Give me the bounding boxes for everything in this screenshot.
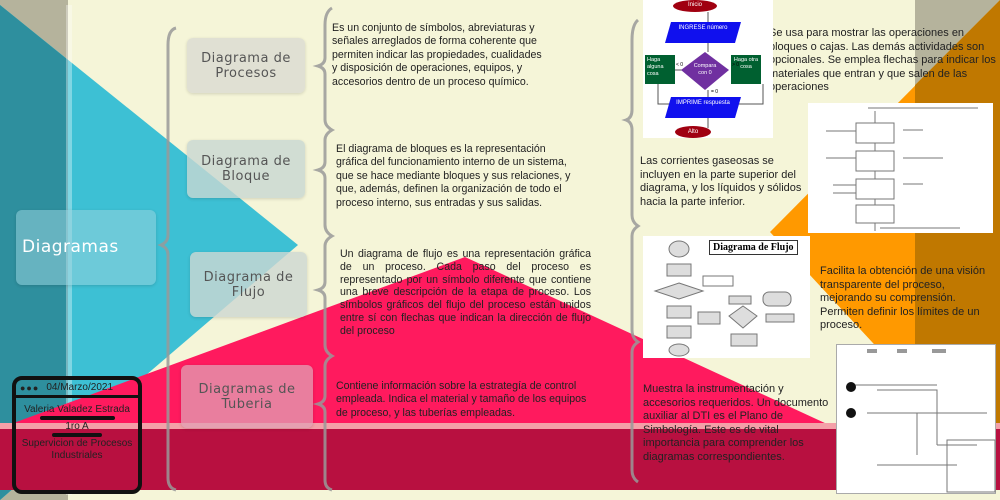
root-brace xyxy=(157,26,177,492)
description-procesos: Es un conjunto de símbolos, abreviaturas… xyxy=(332,22,542,88)
category-label: Diagrama de Bloque xyxy=(201,154,291,184)
flow-eq: = 0 xyxy=(711,89,719,95)
flow-output: IMPRIME respuesta xyxy=(676,100,730,106)
root-label: Diagramas xyxy=(22,237,119,257)
category-label: Diagramas de Tuberia xyxy=(198,381,296,412)
flow-gt: > 0 xyxy=(732,62,740,68)
category-label: Diagrama de Flujo xyxy=(203,269,294,300)
pipe-diagram-image xyxy=(836,344,996,494)
flow-input: INGRESE número xyxy=(678,25,728,31)
flow-lt: < 0 xyxy=(676,62,684,68)
block-diagram-image xyxy=(808,103,993,233)
divider xyxy=(39,416,115,420)
flow-diagram-image: Diagrama de Flujo xyxy=(643,236,810,358)
description-tuberia: Contiene información sobre la estrategía… xyxy=(336,380,587,419)
detail-tuberia: Muestra la instrumentación y accesorios … xyxy=(643,383,829,463)
card-header: ●●● 04/Marzo/2021 xyxy=(16,380,138,398)
category-bloque: Diagrama de Bloque xyxy=(187,140,305,198)
card-group: 1ro A xyxy=(65,421,89,432)
card-subject: Supervicion de Procesos Industriales xyxy=(21,438,133,461)
block-diagram-drawing xyxy=(826,107,978,231)
detail-bloque: Las corrientes gaseosas se incluyen en l… xyxy=(640,155,802,208)
window-dots-icon: ●●● xyxy=(20,382,40,393)
category-label: Diagrama de Procesos xyxy=(201,50,291,81)
pipe-diagram-drawing xyxy=(846,349,996,493)
flow-start: Inicio xyxy=(687,2,702,8)
description-flujo: Un diagrama de flujo es una representaci… xyxy=(340,248,591,337)
braces xyxy=(157,6,641,492)
category-tuberia: Diagramas de Tuberia xyxy=(181,365,313,428)
flowchart-example-image: Inicio INGRESE número Compara con 0 Haga… xyxy=(643,0,773,138)
flowchart-lines xyxy=(645,0,764,138)
detail-flujo: Facilita la obtención de una visión tran… xyxy=(820,265,986,332)
category-flujo: Diagrama de Flujo xyxy=(190,252,307,317)
flow-diagram-title: Diagrama de Flujo xyxy=(709,240,798,255)
flow-decision: Compara con 0 xyxy=(693,63,717,76)
student-info-card: ●●● 04/Marzo/2021 Valeria Valadez Estrad… xyxy=(12,376,142,494)
flow-end: Alto xyxy=(687,129,699,135)
detail-brace xyxy=(621,18,641,484)
pink-line xyxy=(0,423,1000,429)
flow-left: Haga alguna cosa xyxy=(647,57,664,77)
flow-right: Haga otra cosa xyxy=(733,57,759,70)
divider xyxy=(52,433,102,437)
category-procesos: Diagrama de Procesos xyxy=(187,38,305,93)
flow-diagram-drawing xyxy=(653,240,795,357)
card-name: Valeria Valadez Estrada xyxy=(24,404,130,415)
card-date: 04/Marzo/2021 xyxy=(46,382,114,393)
description-brace xyxy=(312,6,336,492)
detail-procesos: Se usa para mostrar las operaciones en b… xyxy=(769,27,996,94)
root-node: Diagramas xyxy=(16,210,156,285)
description-bloque: El diagrama de bloques es la representac… xyxy=(336,143,571,209)
